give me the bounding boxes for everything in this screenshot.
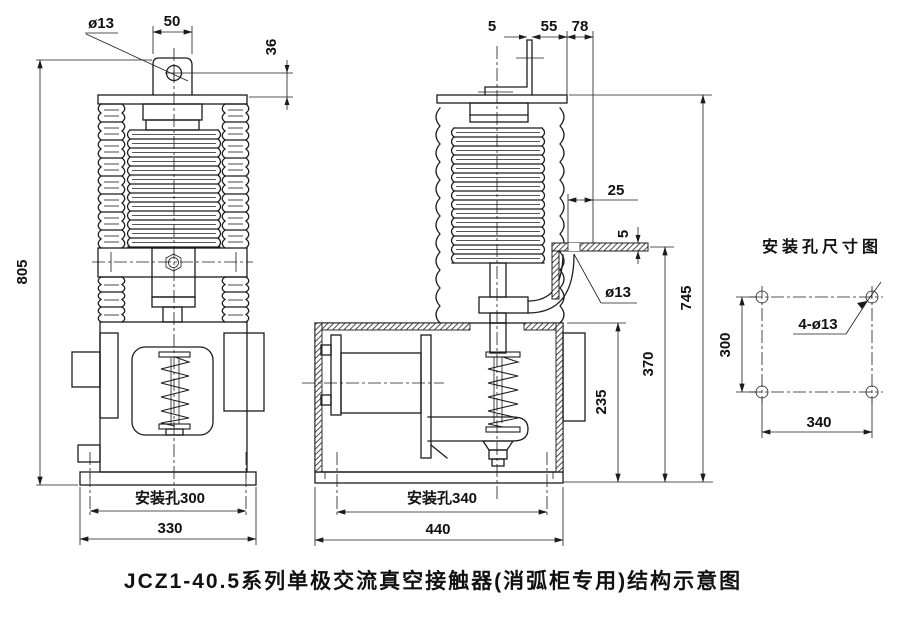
- dim-side-base-width: 440: [425, 521, 450, 538]
- dim-front-total-height: 805: [14, 259, 31, 284]
- side-base-flange: [314, 471, 564, 484]
- side-left-insulator-profile: [435, 107, 441, 324]
- side-output-bracket: [551, 242, 649, 300]
- panel-holes-label: 4-ø13: [798, 316, 837, 333]
- dim-front-hole-height: 36: [263, 39, 280, 56]
- side-lever-arm: [427, 416, 529, 467]
- side-right-attachment: [562, 332, 586, 422]
- front-hex-nut: [165, 253, 182, 272]
- dim-side-box-height: 235: [593, 389, 610, 414]
- panel-title: 安装孔尺寸图: [762, 237, 882, 256]
- dim-side-25: 25: [608, 182, 625, 199]
- front-spring-window: [131, 346, 214, 436]
- front-mechanism-box: [71, 321, 265, 517]
- front-left-insulator: [97, 103, 126, 249]
- side-cap: [469, 102, 529, 123]
- dim-panel-width: 340: [806, 414, 831, 431]
- side-stem-clamp: [478, 254, 575, 324]
- dim-side-total-height: 745: [678, 285, 695, 310]
- side-view: 5 55 78 25 5 ø13: [302, 18, 713, 546]
- dim-side-78: 78: [572, 18, 589, 35]
- dim-side-bracket-height: 370: [640, 351, 657, 376]
- dim-side-bracket-thickness: 5: [615, 230, 632, 238]
- front-vacuum-interrupter: [126, 103, 222, 248]
- mount-hole: [865, 290, 879, 304]
- dim-front-hole-dia: ø13: [88, 15, 114, 32]
- dim-panel-height: 300: [717, 332, 734, 357]
- side-dimensions: 5 55 78 25 5 ø13: [314, 18, 713, 546]
- side-terminal: [478, 39, 544, 96]
- front-lower-insulators: [97, 276, 250, 323]
- front-base-flange: [79, 471, 257, 486]
- side-top-plate: [436, 94, 568, 104]
- front-left-tab-lower: [77, 444, 101, 463]
- dim-side-hole-dia: ø13: [605, 284, 631, 301]
- dim-side-55: 55: [541, 18, 558, 35]
- front-top-plate: [97, 94, 248, 105]
- front-view: 805 ø13 50 36 安装孔300 330: [14, 13, 293, 545]
- front-dimensions: 805 ø13 50 36 安装孔300 330: [14, 13, 293, 545]
- mount-hole: [865, 385, 879, 399]
- dim-side-terminal-thickness: 5: [488, 18, 496, 35]
- mount-hole-panel: 安装孔尺寸图 4-ø13 300 340: [717, 237, 883, 438]
- label-front-mount-holes: 安装孔300: [135, 489, 205, 507]
- side-enclosure-box: [302, 322, 586, 518]
- side-vacuum-interrupter: [450, 127, 546, 264]
- front-contact-spring: [158, 351, 191, 436]
- dim-front-tab-width: 50: [164, 13, 181, 30]
- side-contact-spring: [485, 322, 521, 433]
- front-right-attachment: [223, 332, 265, 412]
- side-right-insulator-profile: [559, 107, 565, 324]
- front-right-insulator: [221, 103, 250, 249]
- side-flexible-connector: [527, 254, 575, 314]
- drawing-caption: JCZ1-40.5系列单极交流真空接触器(消弧柜专用)结构示意图: [124, 569, 742, 593]
- front-top-tab: [152, 57, 193, 96]
- side-electromagnet: [302, 334, 448, 459]
- dim-front-base-width: 330: [157, 520, 182, 537]
- front-left-tab-upper: [71, 351, 101, 388]
- front-middle-plate: [92, 247, 253, 323]
- label-side-mount-holes: 安装孔340: [407, 489, 477, 507]
